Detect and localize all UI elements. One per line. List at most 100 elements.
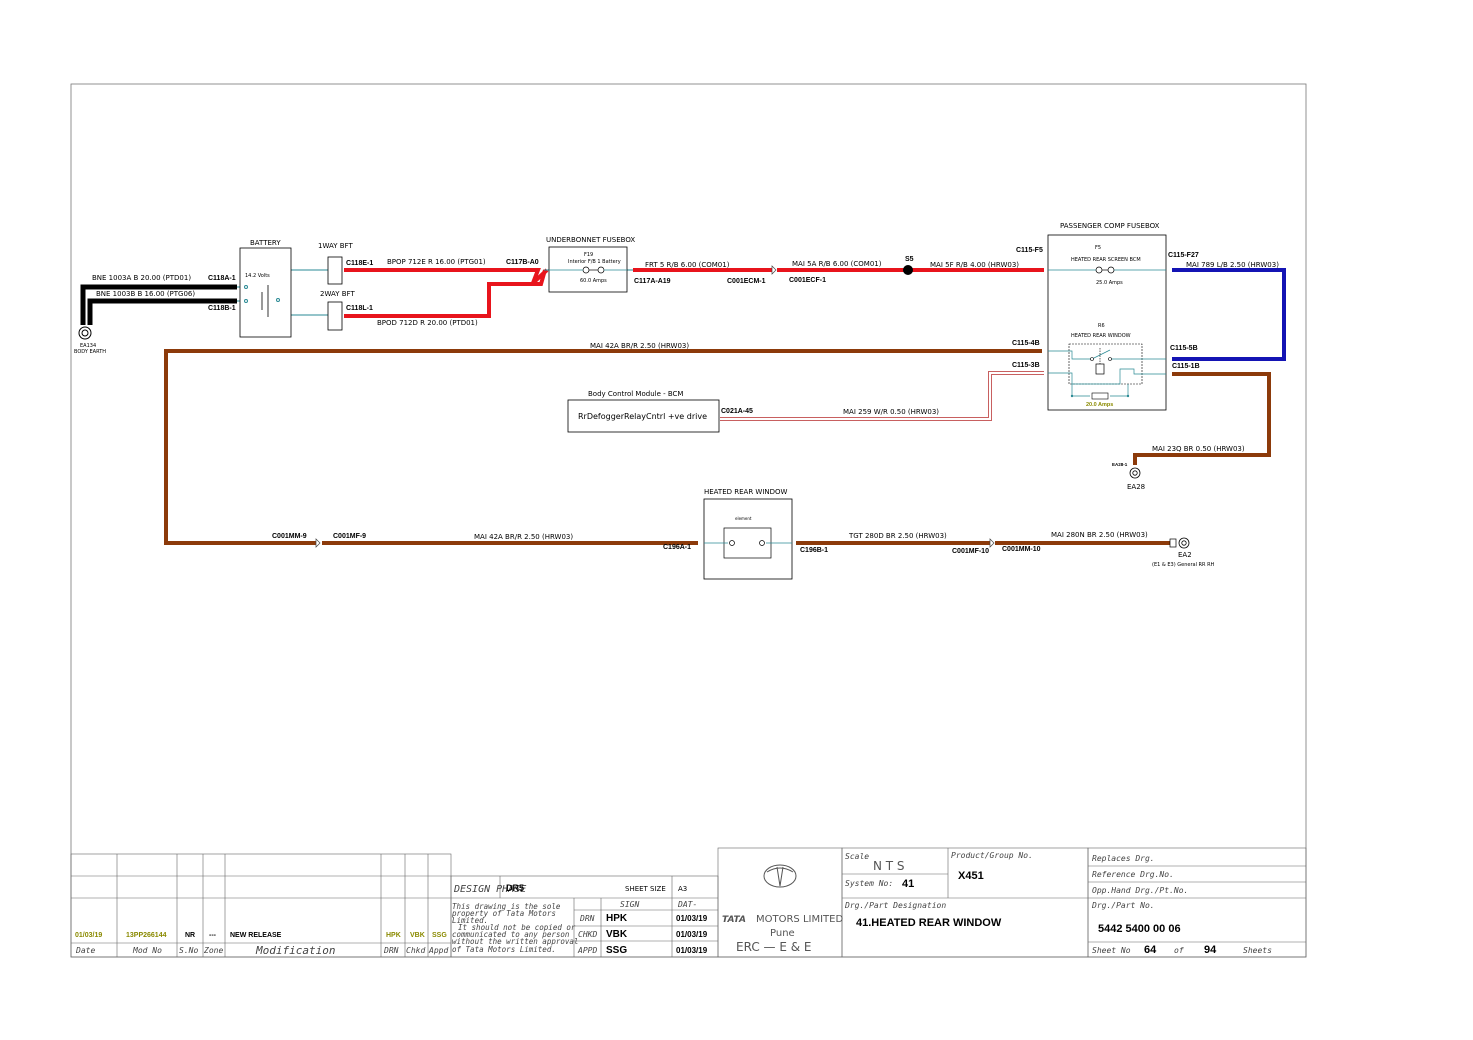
svg-text:property of Tata Motors: property of Tata Motors xyxy=(452,909,556,918)
earth-ea2 xyxy=(1169,537,1190,549)
wire-42a-bottom: MAI 42A BR/R 2.50 (HRW03) xyxy=(474,533,573,541)
battery xyxy=(239,247,292,338)
earth-ea134 xyxy=(78,326,92,340)
sign-name-drn: HPK xyxy=(606,913,628,924)
designation-label: Drg./Part Designation xyxy=(844,901,946,910)
sheet-frame xyxy=(70,83,1307,958)
red-wires xyxy=(344,268,1044,318)
conn-c117b: C117B-A0 xyxy=(506,259,539,266)
tata-logo-icon xyxy=(763,864,797,888)
wire-280n: MAI 280N BR 2.50 (HRW03) xyxy=(1051,531,1148,539)
rev-chkd: VBK xyxy=(410,932,425,939)
pcfb-relay: R6 xyxy=(1098,323,1105,329)
company-line: MOTORS LIMITED xyxy=(756,914,843,925)
of-label: of xyxy=(1174,946,1184,955)
conn-c196b: C196B-1 xyxy=(800,547,828,554)
conn-c1155b: C115-5B xyxy=(1170,345,1198,352)
bft1-label: 1WAY BFT xyxy=(318,242,353,250)
ea134-desc: BODY EARTH xyxy=(74,349,106,355)
rev-zone: --- xyxy=(209,932,217,939)
sheet-size-label: SHEET SIZE xyxy=(625,885,666,893)
earth-ea28 xyxy=(1129,467,1141,479)
ubfb-title: UNDERBONNET FUSEBOX xyxy=(546,236,635,244)
wire-42a-top: MAI 42A BR/R 2.50 (HRW03) xyxy=(590,342,689,350)
partno-label: Drg./Part No. xyxy=(1091,901,1155,910)
date-label: DAT- xyxy=(677,900,697,909)
underbonnet-fusebox xyxy=(548,246,628,293)
wire-5: FRT 5 R/B 6.00 (COM01) xyxy=(645,261,730,269)
sign-name-appd: SSG xyxy=(606,945,627,956)
system-value: 41 xyxy=(902,878,914,890)
wire-1003a: BNE 1003A B 20.00 (PTD01) xyxy=(92,274,191,282)
hdr-appd: Appd xyxy=(428,946,448,955)
sheet-no: 64 xyxy=(1144,944,1157,956)
conn-c115f27: C115-F27 xyxy=(1168,252,1199,259)
ea2-desc: (E1 & E3) General RR RH xyxy=(1152,562,1215,568)
conn-c001mm9: C001MM-9 xyxy=(272,533,307,540)
bcm-wire xyxy=(720,371,1044,421)
conn-c1154b: C115-4B xyxy=(1012,340,1040,347)
hdr-date: Date xyxy=(75,946,95,955)
bcm-func: RrDefoggerRelayCntrl +ve drive xyxy=(578,412,707,421)
wire-5f: MAI 5F R/B 4.00 (HRW03) xyxy=(930,261,1019,269)
wire-712e: BPOP 712E R 16.00 (PTG01) xyxy=(387,258,486,266)
opp-label: Opp.Hand Drg./Pt.No. xyxy=(1092,886,1188,895)
ea28-id: EA28 xyxy=(1127,483,1145,491)
conn-c196a: C196A-1 xyxy=(663,544,691,551)
heated-rear-window xyxy=(703,498,793,580)
wire-23q: MAI 23Q BR 0.50 (HRW03) xyxy=(1152,445,1245,453)
ubfb-fuse: F19 xyxy=(584,252,593,258)
sign-name-chkd: VBK xyxy=(606,929,628,940)
hdr-mod: Mod No xyxy=(132,946,162,955)
battery-title: BATTERY xyxy=(250,239,281,247)
bft2-box xyxy=(327,301,343,331)
inline-connectors xyxy=(315,265,995,548)
scale-label: Scale xyxy=(845,852,869,861)
reference-label: Reference Drg.No. xyxy=(1092,870,1174,879)
pcfb-fuse-desc: HEATED REAR SCREEN BCM xyxy=(1071,257,1141,263)
bft1-box xyxy=(327,256,343,285)
sheet-size: A3 xyxy=(678,885,687,893)
sign-date-drn: 01/03/19 xyxy=(676,914,708,923)
svg-text:It should not be copied or: It should not be copied or xyxy=(458,923,576,932)
conn-c021a: C021A-45 xyxy=(721,408,753,415)
pcfb-relay-desc: HEATED REAR WINDOW xyxy=(1071,333,1131,339)
rev-appd: SSG xyxy=(432,932,447,939)
brown-wires xyxy=(164,349,1271,545)
svg-text:without the written approval: without the written approval xyxy=(452,937,578,946)
wire-5a: MAI 5A R/B 6.00 (COM01) xyxy=(792,260,882,268)
pcfb-fuse: F5 xyxy=(1095,245,1101,251)
svg-text:communicated to any person: communicated to any person xyxy=(452,930,570,939)
splice-label: S5 xyxy=(905,256,914,263)
product-value: X451 xyxy=(958,870,984,882)
battery-volts: 14.2 Volts xyxy=(245,273,270,279)
wire-259: MAI 259 W/R 0.50 (HRW03) xyxy=(843,408,939,416)
hdr-modification: Modification xyxy=(255,944,335,957)
bft2-label: 2WAY BFT xyxy=(320,290,355,298)
svg-text:of Tata Motors Limited.: of Tata Motors Limited. xyxy=(452,945,556,954)
pcfb-title: PASSENGER COMP FUSEBOX xyxy=(1060,222,1160,230)
pcfb-amps: 25.0 Amps xyxy=(1096,280,1123,286)
rev-drn: HPK xyxy=(386,932,401,939)
wire-712d: BPOD 712D R 20.00 (PTD01) xyxy=(377,319,478,327)
conn-c1151b: C115-1B xyxy=(1172,363,1200,370)
company-dept: ERC — E & E xyxy=(736,940,811,954)
conn-c001mm10: C001MM-10 xyxy=(1002,546,1041,553)
product-label: Product/Group No. xyxy=(951,851,1033,860)
company-logo-text: TATA xyxy=(722,915,746,925)
design-phase-label: DESIGN PHASE xyxy=(453,884,526,895)
rev-date: 01/03/19 xyxy=(75,932,102,939)
hrw-element: element xyxy=(735,516,752,521)
conn-c118l: C118L-1 xyxy=(346,305,373,312)
hdr-chkd: Chkd xyxy=(406,946,425,955)
wire-280d: TGT 280D BR 2.50 (HRW03) xyxy=(848,532,947,540)
sign-label: SIGN xyxy=(620,900,639,909)
conn-c118e: C118E-1 xyxy=(346,260,373,267)
sheet-label: Sheet No xyxy=(1092,946,1131,955)
conn-c118a: C118A-1 xyxy=(208,275,236,282)
conn-c001ecm: C001ECM-1 xyxy=(727,278,766,285)
sign-role-appd: APPD xyxy=(577,946,597,955)
bcm-box xyxy=(567,399,720,433)
conn-c001mf9: C001MF-9 xyxy=(333,533,366,540)
